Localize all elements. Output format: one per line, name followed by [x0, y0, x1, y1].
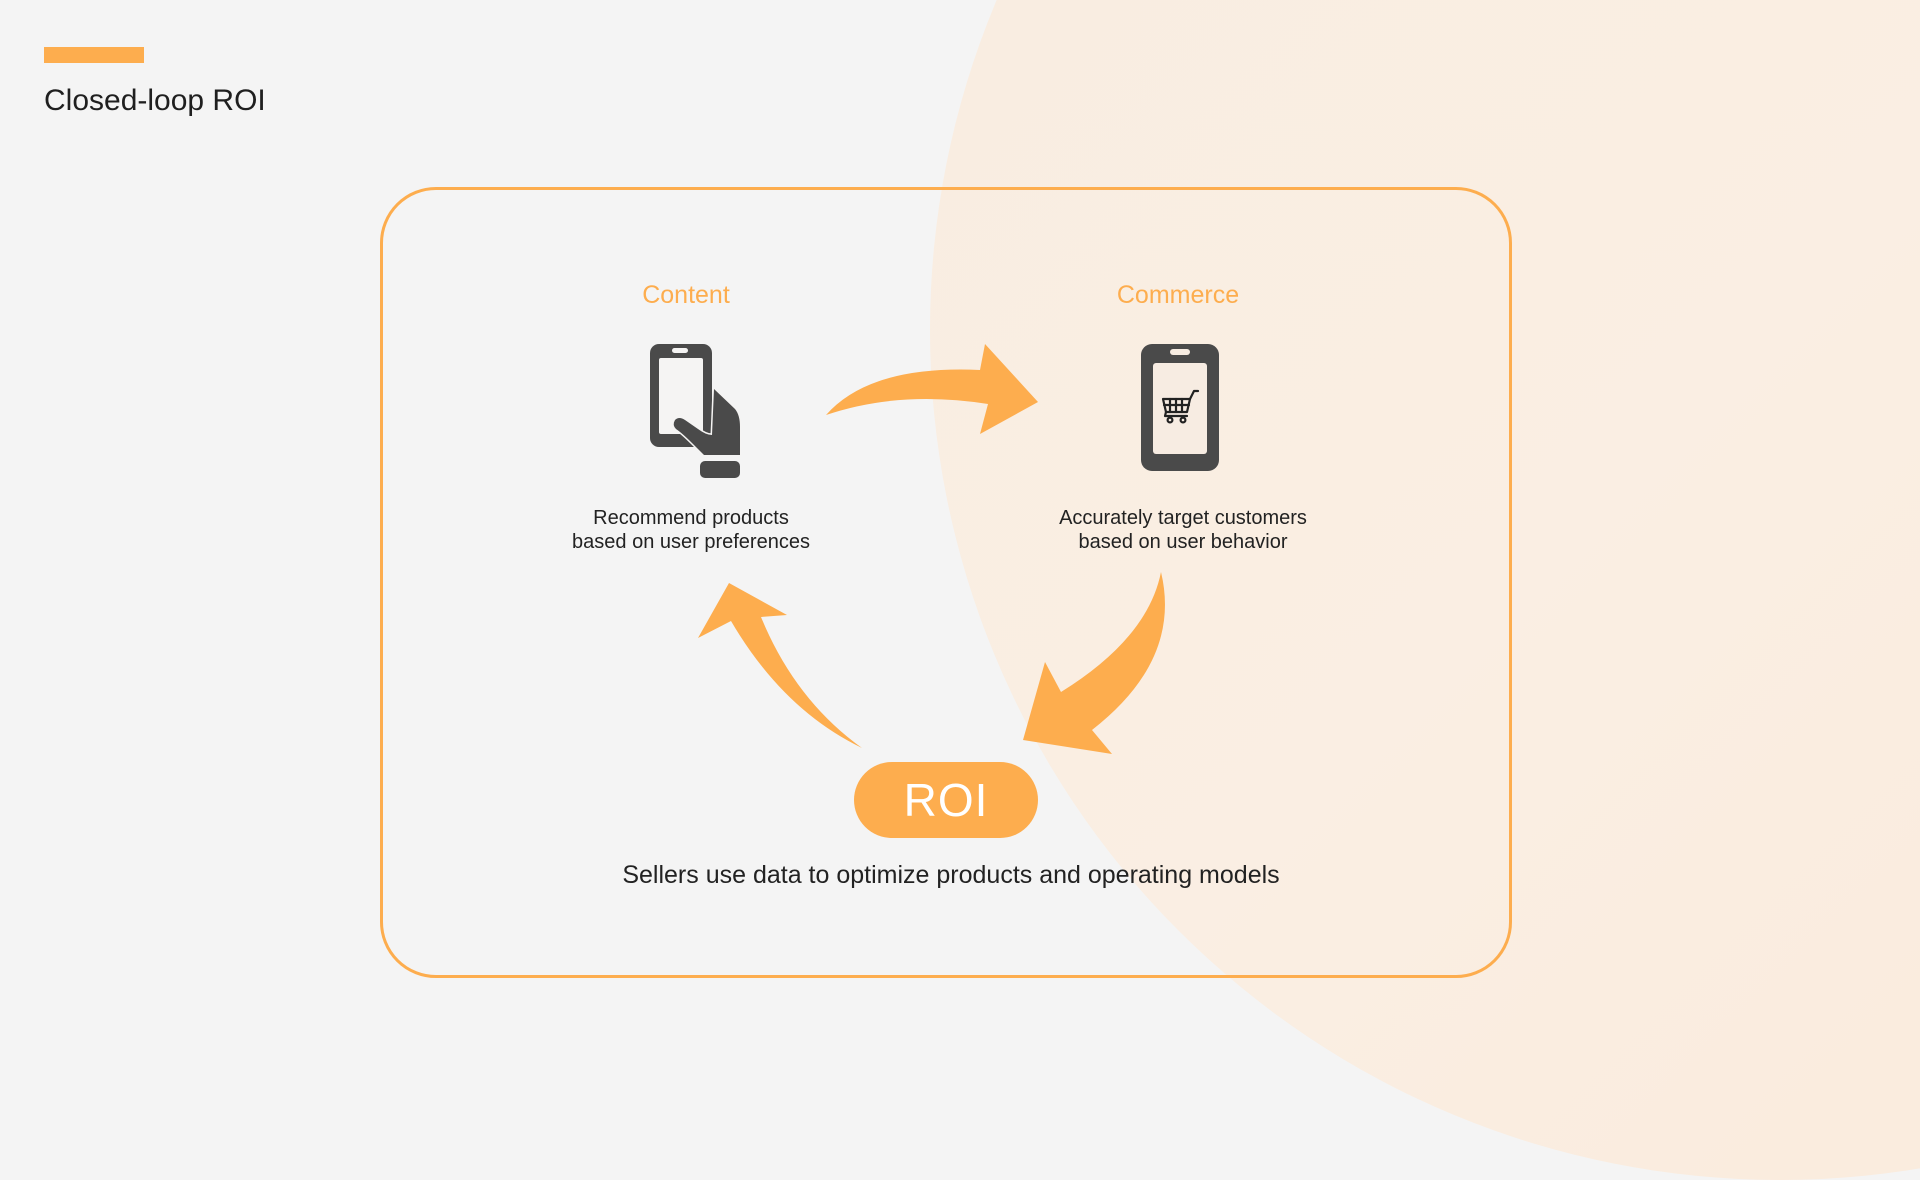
arrow-roi-to-content-icon: [698, 583, 862, 748]
title-accent-bar: [44, 47, 144, 63]
node-label-content: Content: [642, 281, 730, 309]
arrow-commerce-to-roi-icon: [1023, 572, 1165, 754]
description-line: Accurately target customers: [1059, 507, 1307, 529]
description-line: based on user behavior: [1078, 531, 1288, 553]
phone-shopping-cart-icon: [1141, 344, 1219, 471]
diagram-frame: [380, 187, 1512, 978]
node-label-commerce: Commerce: [1116, 281, 1240, 309]
description-line: Recommend products: [593, 507, 789, 529]
description-line: based on user preferences: [572, 531, 810, 553]
hand-holding-phone-icon: [650, 344, 742, 478]
node-description-content: Recommend products based on user prefere…: [511, 506, 871, 554]
roi-caption: Sellers use data to optimize products an…: [622, 861, 1280, 889]
arrow-content-to-commerce-icon: [826, 344, 1038, 434]
node-description-commerce: Accurately target customers based on use…: [1003, 506, 1363, 554]
roi-badge: ROI: [854, 762, 1038, 838]
page-title: Closed-loop ROI: [44, 84, 266, 117]
